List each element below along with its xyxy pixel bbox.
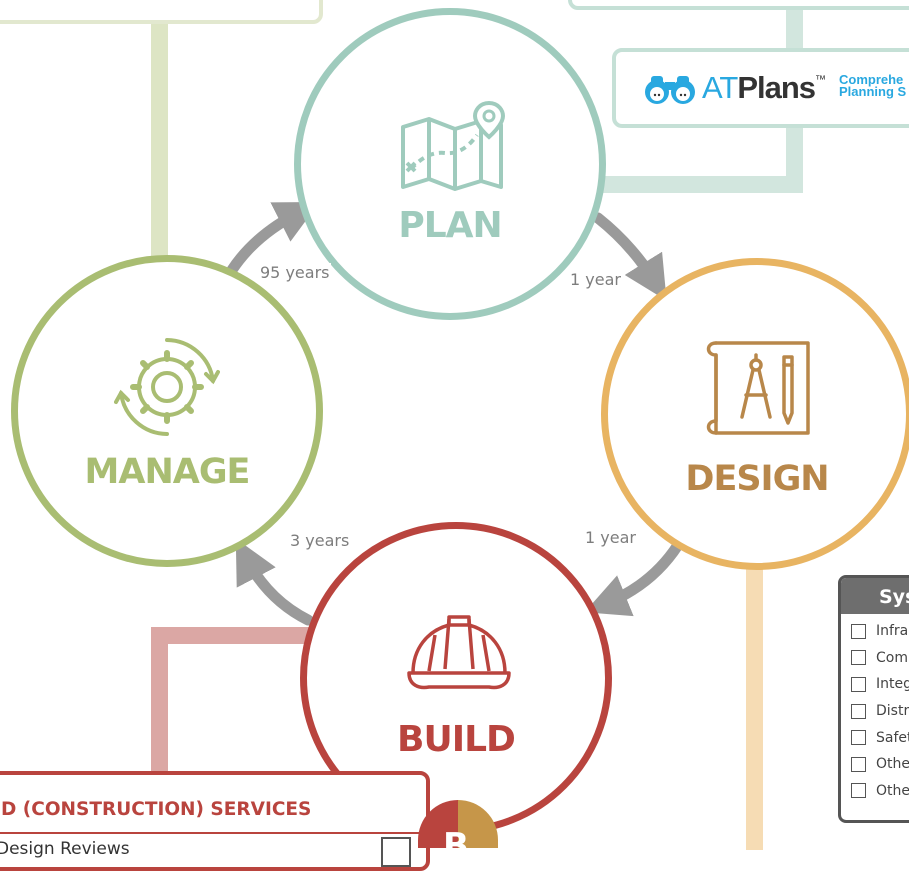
design-connector-line bbox=[746, 560, 763, 850]
systems-list-item[interactable]: Safet bbox=[841, 724, 909, 751]
design-circle[interactable]: DESIGN bbox=[601, 258, 909, 570]
systems-list-item[interactable]: Distr bbox=[841, 698, 909, 725]
service-badge-letter: B bbox=[443, 826, 469, 866]
duration-manage-to-plan: 95 years bbox=[258, 263, 332, 282]
build-services-panel: D (CONSTRUCTION) SERVICES Design Reviews bbox=[0, 771, 430, 871]
system-item-label: Othe bbox=[876, 756, 909, 773]
plan-label: PLAN bbox=[398, 205, 502, 246]
system-item-label: Integ bbox=[876, 676, 909, 693]
plan-circle[interactable]: PLAN bbox=[294, 8, 606, 320]
hard-hat-icon bbox=[407, 615, 511, 690]
system-checkbox[interactable] bbox=[851, 730, 866, 746]
top-left-panel bbox=[0, 0, 323, 24]
system-checkbox[interactable] bbox=[851, 623, 866, 639]
system-checkbox[interactable] bbox=[851, 676, 866, 692]
build-services-item-design-reviews: Design Reviews bbox=[0, 839, 130, 859]
arrow-build-to-manage bbox=[235, 538, 314, 626]
design-reviews-checkbox[interactable] bbox=[381, 837, 411, 867]
system-item-label: Infras bbox=[876, 623, 909, 640]
duration-build-to-manage: 3 years bbox=[288, 531, 352, 550]
manage-label: MANAGE bbox=[84, 452, 251, 492]
arrow-plan-to-design bbox=[592, 212, 667, 301]
cycle-arrows bbox=[226, 201, 684, 626]
systems-list-item[interactable]: Integ bbox=[841, 671, 909, 698]
gear-cycle-icon bbox=[114, 338, 220, 436]
logo-tagline-line2: Planning S bbox=[839, 84, 907, 99]
systems-panel-title: Sys bbox=[879, 586, 909, 608]
logo-brand-name: Plans bbox=[737, 70, 816, 105]
systems-list-item[interactable]: Com bbox=[841, 645, 909, 672]
system-checkbox[interactable] bbox=[851, 703, 866, 719]
build-services-divider bbox=[0, 832, 426, 834]
manage-connector-line bbox=[151, 20, 168, 265]
arrow-design-to-build bbox=[584, 539, 684, 617]
logo-tagline-line1: Comprehe bbox=[839, 72, 904, 87]
system-checkbox[interactable] bbox=[851, 783, 866, 799]
system-checkbox[interactable] bbox=[851, 650, 866, 666]
top-right-panel bbox=[568, 0, 909, 10]
system-item-label: Othe bbox=[876, 782, 909, 799]
logo-trademark: ™ bbox=[815, 74, 826, 86]
logo-brand-prefix: AT bbox=[702, 70, 738, 105]
system-checkbox[interactable] bbox=[851, 756, 866, 772]
at-plans-logo-panel: ATPlans™ Comprehe Planning S bbox=[612, 48, 909, 128]
map-icon bbox=[401, 101, 506, 191]
systems-list-item[interactable]: Infras bbox=[841, 618, 909, 645]
plan-connector-horizontal bbox=[590, 176, 803, 193]
systems-list: Infras Com Integ Distr Safet Othe Othe bbox=[841, 618, 909, 804]
systems-list-item[interactable]: Othe bbox=[841, 778, 909, 805]
system-item-label: Distr bbox=[876, 703, 909, 720]
build-services-title: D (CONSTRUCTION) SERVICES bbox=[1, 799, 312, 820]
duration-plan-to-design: 1 year bbox=[568, 270, 623, 289]
binoculars-icon bbox=[645, 76, 695, 104]
systems-panel-header bbox=[841, 578, 909, 614]
build-connector-horizontal bbox=[151, 627, 321, 644]
manage-circle[interactable]: MANAGE bbox=[11, 255, 323, 567]
arrow-manage-to-plan bbox=[226, 201, 320, 276]
duration-design-to-build: 1 year bbox=[583, 528, 638, 547]
blueprint-compass-icon bbox=[706, 341, 810, 435]
design-label: DESIGN bbox=[685, 459, 829, 499]
systems-list-item[interactable]: Othe bbox=[841, 751, 909, 778]
system-item-label: Com bbox=[876, 649, 908, 666]
system-item-label: Safet bbox=[876, 729, 909, 746]
build-label: BUILD bbox=[397, 719, 516, 760]
build-connector-vertical bbox=[151, 627, 168, 777]
service-badge bbox=[418, 800, 498, 848]
systems-panel: Sys Infras Com Integ Distr Safet Othe Ot… bbox=[838, 575, 909, 823]
